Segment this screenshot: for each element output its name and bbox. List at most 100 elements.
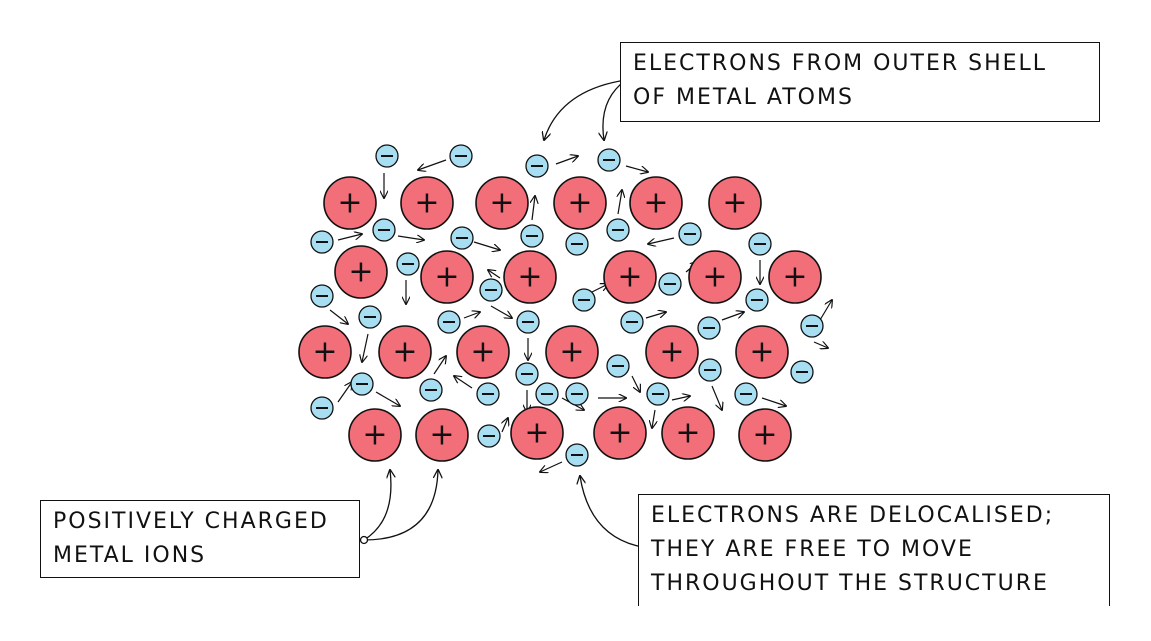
metal-ion: + <box>298 325 352 379</box>
positive-charge-symbol: + <box>348 255 373 290</box>
positive-charge-symbol: + <box>337 186 362 221</box>
electron-motion-arrow <box>490 305 512 318</box>
electron-motion-arrow <box>625 165 648 172</box>
electron-motion-arrow <box>418 159 447 170</box>
electron <box>437 310 461 334</box>
electron <box>419 378 443 402</box>
electron <box>449 144 473 168</box>
electron <box>535 382 559 406</box>
positive-charge-symbol: + <box>517 260 542 295</box>
metal-ion-circle <box>420 250 474 304</box>
electron-motion-arrow <box>362 333 369 362</box>
ions-arrow-right <box>363 470 438 541</box>
positive-charge-symbol: + <box>470 335 495 370</box>
electron <box>565 443 589 467</box>
ions-label-line-2: METAL IONS <box>53 543 207 568</box>
electron <box>479 278 503 302</box>
metal-ion: + <box>415 408 469 462</box>
delocalised-arrow <box>580 476 649 549</box>
positive-charge-symbol: + <box>659 335 684 370</box>
metal-ion-circle <box>708 176 762 230</box>
metal-ion-circle <box>645 325 699 379</box>
metal-ion: + <box>661 406 715 460</box>
electron-motion-arrow <box>337 382 352 403</box>
electron <box>350 372 374 396</box>
metal-ion-circle <box>629 176 683 230</box>
electron <box>565 382 589 406</box>
metal-ion: + <box>593 406 647 460</box>
positive-charge-symbol: + <box>702 260 727 295</box>
metal-ion-circle <box>735 325 789 379</box>
electron-motion-arrow <box>473 241 500 250</box>
electron <box>515 362 539 386</box>
electron-motion-arrow <box>813 342 828 348</box>
metal-ion: + <box>510 406 564 460</box>
electron-motion-arrow <box>648 237 675 244</box>
electron <box>525 154 549 178</box>
metal-ion-circle <box>688 250 742 304</box>
electron <box>565 232 589 256</box>
delocalised-label-line-3: THROUGHOUT THE STRUCTURE <box>651 571 1049 596</box>
electron <box>790 360 814 384</box>
electron-motion-arrow <box>761 397 786 406</box>
electron-motion-arrow <box>397 236 424 240</box>
electron-motion-arrow <box>645 312 666 319</box>
metal-ion-circle <box>415 408 469 462</box>
electron <box>450 226 474 250</box>
electron-motion-arrow <box>502 418 508 433</box>
electron-motion-arrow <box>618 190 622 215</box>
metal-ion-circle <box>738 408 792 462</box>
positive-charge-symbol: + <box>617 260 642 295</box>
electron <box>697 316 721 340</box>
metal-ion: + <box>323 176 377 230</box>
electron-motion-arrow <box>721 312 744 321</box>
metal-ion-circle <box>510 406 564 460</box>
metal-ion: + <box>348 408 402 462</box>
metal-ion: + <box>420 250 474 304</box>
metal-ion-circle <box>603 250 657 304</box>
metal-ion: + <box>645 325 699 379</box>
positive-charge-symbol: + <box>752 418 777 453</box>
electron <box>800 314 824 338</box>
electron-motion-arrow <box>463 312 480 318</box>
electron-motion-arrow <box>454 376 473 389</box>
metal-ion: + <box>735 325 789 379</box>
electron <box>375 144 399 168</box>
delocalised-label-line-1: ELECTRONS ARE DELOCALISED; <box>651 503 1055 528</box>
metal-ion-circle <box>475 176 529 230</box>
metal-ion-circle <box>553 176 607 230</box>
metal-ion-circle <box>661 406 715 460</box>
positive-charge-symbol: + <box>675 416 700 451</box>
electron <box>516 310 540 334</box>
positive-charge-symbol: + <box>782 260 807 295</box>
metal-ion: + <box>334 245 388 299</box>
electron <box>597 148 621 172</box>
electron-motion-arrow <box>337 234 362 241</box>
electron-motion-arrow <box>532 196 535 221</box>
metal-ion-circle <box>378 325 432 379</box>
metal-ion: + <box>738 408 792 462</box>
metal-ion: + <box>688 250 742 304</box>
metal-ion: + <box>475 176 529 230</box>
positive-charge-symbol: + <box>749 335 774 370</box>
electron <box>372 218 396 242</box>
metal-ion-circle <box>593 406 647 460</box>
metal-ion: + <box>545 325 599 379</box>
metal-ion: + <box>768 250 822 304</box>
electron-motion-arrow <box>540 461 563 472</box>
electron <box>396 252 420 276</box>
metal-ion: + <box>456 325 510 379</box>
outer-shell-label-line-1: ELECTRONS FROM OUTER SHELL <box>633 51 1048 76</box>
callout-anchor-dot <box>359 535 369 545</box>
electron <box>745 288 769 312</box>
positive-charge-symbol: + <box>429 418 454 453</box>
electron <box>606 354 630 378</box>
electron <box>476 382 500 406</box>
electron-motion-arrow <box>819 300 832 321</box>
metal-ion: + <box>400 176 454 230</box>
electron <box>520 224 544 248</box>
electron-motion-arrow <box>555 156 578 165</box>
electron <box>358 305 382 329</box>
electron-motion-arrow <box>433 356 446 375</box>
